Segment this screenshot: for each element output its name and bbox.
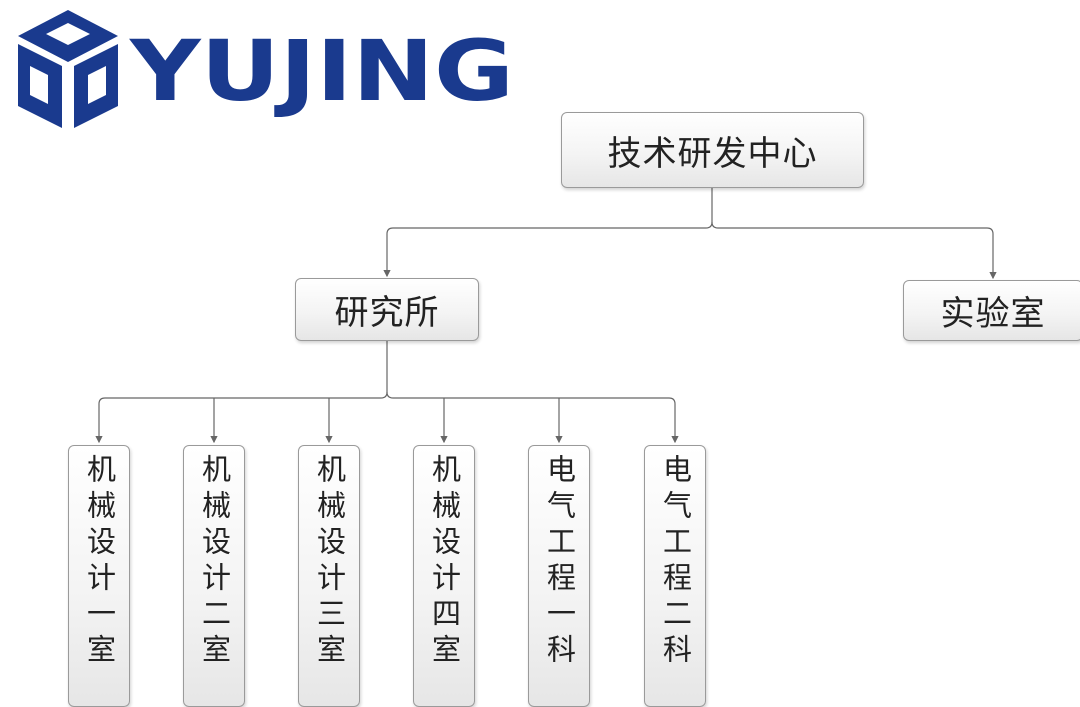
node-mech-design-room-2-label: 机械设计二室 (197, 454, 232, 670)
node-research-institute: 研究所 (295, 278, 479, 341)
node-mech-design-room-3: 机械设计三室 (298, 445, 360, 707)
node-mech-design-room-2: 机械设计二室 (183, 445, 245, 707)
node-rd-center-label: 技术研发中心 (607, 133, 818, 174)
node-electrical-section-2-label: 电气工程二科 (658, 454, 693, 670)
node-mech-design-room-3-label: 机械设计三室 (312, 454, 347, 670)
node-electrical-section-1: 电气工程一科 (528, 445, 590, 707)
cube-logo-icon (18, 10, 118, 128)
node-mech-design-room-4: 机械设计四室 (413, 445, 475, 707)
connector-institute-right (386, 391, 679, 444)
node-mech-design-room-1-label: 机械设计一室 (82, 454, 117, 670)
node-electrical-section-1-label: 电气工程一科 (542, 454, 577, 670)
node-mech-design-room-4-label: 机械设计四室 (427, 454, 462, 670)
node-laboratory: 实验室 (903, 280, 1080, 341)
node-electrical-section-2: 电气工程二科 (644, 445, 706, 707)
logo-text: YUJING (129, 22, 514, 120)
node-laboratory-label: 实验室 (940, 294, 1046, 334)
connector-institute-trunk (95, 341, 388, 444)
node-research-institute-label: 研究所 (334, 293, 440, 333)
connector-root-trunk (383, 188, 713, 278)
connector-root-lab (711, 221, 997, 280)
node-rd-center: 技术研发中心 (561, 112, 864, 188)
node-mech-design-room-1: 机械设计一室 (68, 445, 130, 707)
yujing-logo: YUJING (18, 10, 514, 128)
